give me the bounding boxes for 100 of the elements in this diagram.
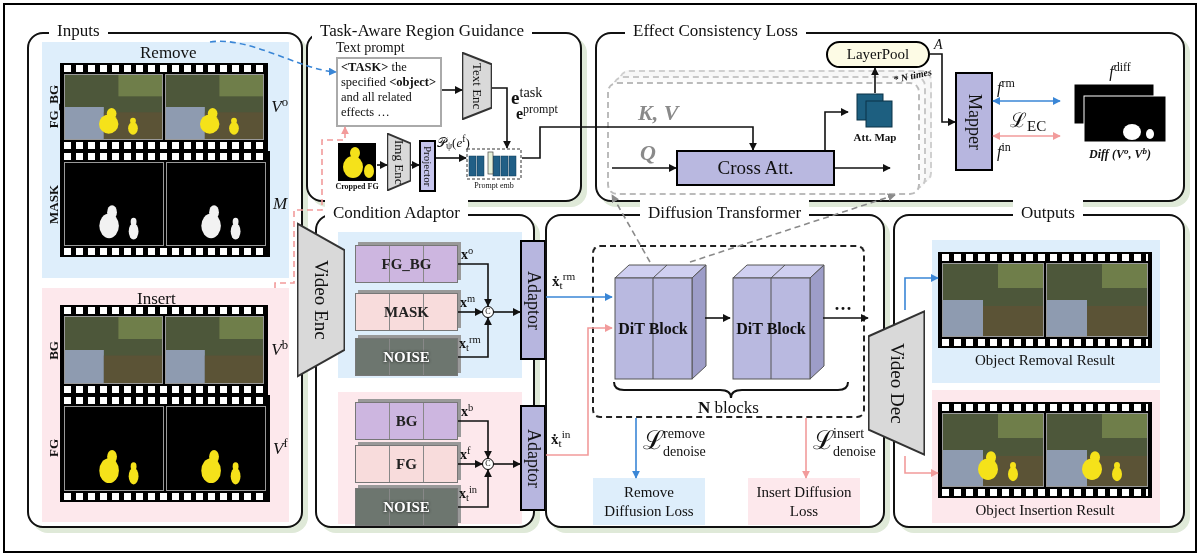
module-block: [955, 72, 993, 171]
token-block: [355, 445, 458, 483]
row-label: FG: [45, 439, 60, 458]
text-prompt-box: <TASK> the specified <object> and all related effects …: [336, 57, 442, 127]
tinted-area: [42, 288, 289, 522]
block-label: LayerPool: [846, 45, 910, 65]
math-label: Q: [640, 139, 656, 167]
row-label: MASK: [45, 184, 60, 224]
tinted-area: [42, 42, 289, 278]
arrow: [457, 308, 483, 316]
arrow: [435, 154, 467, 162]
token-block: [355, 402, 458, 440]
token-block: [355, 338, 458, 376]
arrow: [457, 420, 492, 459]
arrow: [457, 460, 483, 468]
block-label: Adaptor: [522, 270, 545, 330]
arrow: [611, 164, 677, 172]
arrow: [457, 317, 492, 358]
edge-label: x$^{b}$: [461, 401, 474, 421]
block-label: Adaptor: [522, 428, 545, 488]
variable-label: f$^{diff}$: [1109, 62, 1131, 82]
edge-label: x$^{o}$: [461, 244, 474, 264]
repeat-note: * N times: [891, 65, 934, 87]
variable-label: V$^{f}$: [273, 435, 288, 460]
arrow: [545, 324, 613, 456]
edge-label: 𝒫$_{ψ}$(e$^{f}$): [437, 133, 470, 153]
group-label: Remove: [140, 43, 197, 63]
math-label: f$^{in}$: [997, 140, 1011, 163]
node-label: Diff (V$^{o}$, V$^{b}$): [1089, 146, 1151, 162]
loss-box: [748, 478, 860, 525]
block-label: DiT Block: [618, 318, 688, 339]
symbol: C: [485, 308, 491, 316]
block-label: Video Enc: [310, 260, 334, 340]
arrow: [376, 161, 388, 169]
arrow: [632, 417, 640, 479]
node-label: Att. Map: [853, 130, 897, 145]
block-label: MASK: [384, 302, 429, 322]
edge-label: x$^{m}$: [460, 292, 476, 312]
math-label: K, V: [638, 99, 679, 127]
projector-block: [419, 140, 436, 192]
group-label: N blocks: [697, 397, 760, 419]
arrow: [689, 193, 896, 263]
block-label: NOISE: [383, 497, 430, 517]
block-label: DiT Block: [736, 318, 806, 339]
symbol: C: [485, 460, 491, 468]
block-label: Cross Att.: [717, 155, 794, 180]
arrow: [274, 126, 349, 289]
loss-label: Insert Diffusion Loss: [755, 482, 853, 521]
arrow: [929, 53, 956, 126]
cross-attention-block: [676, 150, 835, 186]
token-block: [355, 245, 458, 283]
arrow: [209, 40, 337, 76]
block-label: Projector: [420, 145, 435, 187]
math-label: f$^{rm}$: [997, 76, 1015, 99]
arrow: [802, 417, 810, 479]
edge-label: x$^{f}$: [460, 444, 471, 464]
arrow: [493, 308, 521, 316]
token-block: [355, 293, 458, 331]
arrow: [545, 293, 613, 301]
arrow: [824, 108, 849, 151]
block-label: BG: [395, 411, 418, 431]
arrow: [871, 67, 879, 94]
block-label: Text Enc: [468, 62, 486, 110]
node-label: Prompt emb: [474, 180, 514, 192]
encoder-trapezoid: [462, 52, 492, 120]
loss-label: Remove Diffusion Loss: [603, 482, 695, 521]
block-label: FG: [396, 454, 417, 474]
module-block: [520, 405, 546, 511]
module-block: [520, 240, 546, 360]
arrow: [521, 126, 757, 159]
arrow: [457, 469, 492, 508]
token-block: [355, 488, 458, 526]
variable-label: V$^{o}$: [271, 94, 288, 119]
block-label: Video Dec: [885, 342, 909, 424]
edge-label: ···: [834, 298, 852, 321]
block-label: Img Enc: [390, 139, 408, 185]
group-label: Insert: [137, 289, 176, 309]
math-label: ℒ$_{EC}$: [1010, 108, 1047, 135]
arrow: [822, 314, 869, 322]
node-label: Cropped FG: [335, 181, 379, 193]
arrow: [410, 161, 420, 169]
arrow: [491, 87, 511, 149]
arrow: [493, 460, 521, 468]
dashed-group: [592, 245, 865, 418]
node-label: Object Insertion Result: [975, 501, 1115, 519]
arrow: [904, 455, 939, 477]
double-arrow: [992, 132, 1061, 140]
layer-pool-block: [826, 41, 930, 68]
node-label: Object Removal Result: [975, 351, 1115, 369]
encoder-trapezoid: [387, 133, 411, 191]
block-label: Mapper: [963, 93, 986, 150]
edge-label: A: [934, 36, 943, 54]
variable-label: M: [273, 193, 288, 216]
loss-box: [593, 478, 705, 525]
block-label: NOISE: [383, 347, 430, 367]
edge-label: e$^{prompt}$: [516, 104, 558, 124]
double-arrow: [992, 97, 1061, 105]
arrow: [441, 86, 463, 94]
row-label: FG_BG: [45, 85, 60, 129]
row-label: BG: [45, 340, 60, 360]
